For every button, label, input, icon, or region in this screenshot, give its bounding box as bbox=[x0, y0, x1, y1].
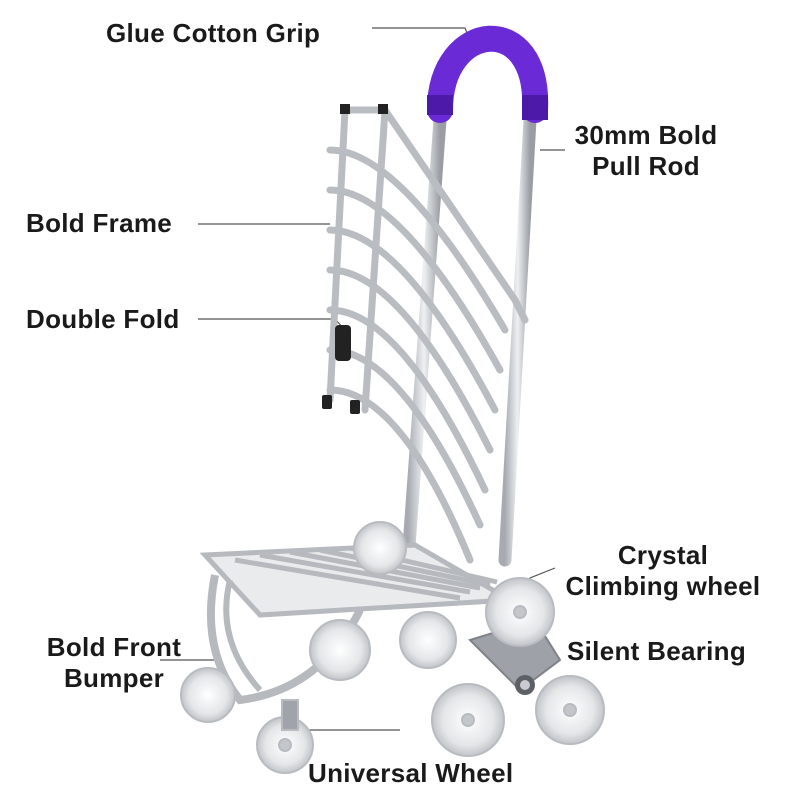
bumper-label-line2: Bumper bbox=[63, 663, 165, 693]
double-fold-clip bbox=[335, 325, 351, 361]
universal-wheel-label: Universal Wheel bbox=[308, 758, 514, 788]
rear-wheel-top bbox=[353, 521, 407, 575]
pull-rod-label-line1: 30mm Bold bbox=[574, 120, 718, 150]
rear-wheel-left bbox=[309, 619, 371, 681]
grip-label: Glue Cotton Grip bbox=[106, 18, 321, 48]
caster-fork bbox=[281, 699, 299, 731]
crystal-wheel-label-line2: Climbing wheel bbox=[565, 571, 761, 601]
pull-rod-label: 30mm Bold Pull Rod bbox=[566, 120, 726, 182]
basket-frame bbox=[326, 106, 529, 564]
rear-wheel-right bbox=[399, 611, 457, 669]
crystal-wheel-label: Crystal Climbing wheel bbox=[550, 540, 776, 602]
grip-shape bbox=[427, 25, 549, 123]
pull-rod-label-line2: Pull Rod bbox=[592, 151, 700, 181]
grip-leader bbox=[372, 27, 471, 41]
bold-frame-label: Bold Frame bbox=[26, 208, 173, 238]
double-fold-label: Double Fold bbox=[26, 304, 180, 334]
fold-latches bbox=[322, 104, 388, 414]
front-wheel bbox=[180, 667, 236, 723]
double-fold-leader bbox=[198, 318, 346, 331]
silent-bearing-label: Silent Bearing bbox=[567, 636, 747, 666]
base-platform bbox=[199, 542, 519, 705]
crystal-wheel-label-line1: Crystal bbox=[617, 540, 709, 570]
universal-wheel-leader bbox=[299, 729, 400, 740]
bumper-label-line1: Bold Front bbox=[46, 632, 182, 662]
bumper-label: Bold Front Bumper bbox=[32, 632, 196, 694]
wheels bbox=[180, 521, 605, 774]
